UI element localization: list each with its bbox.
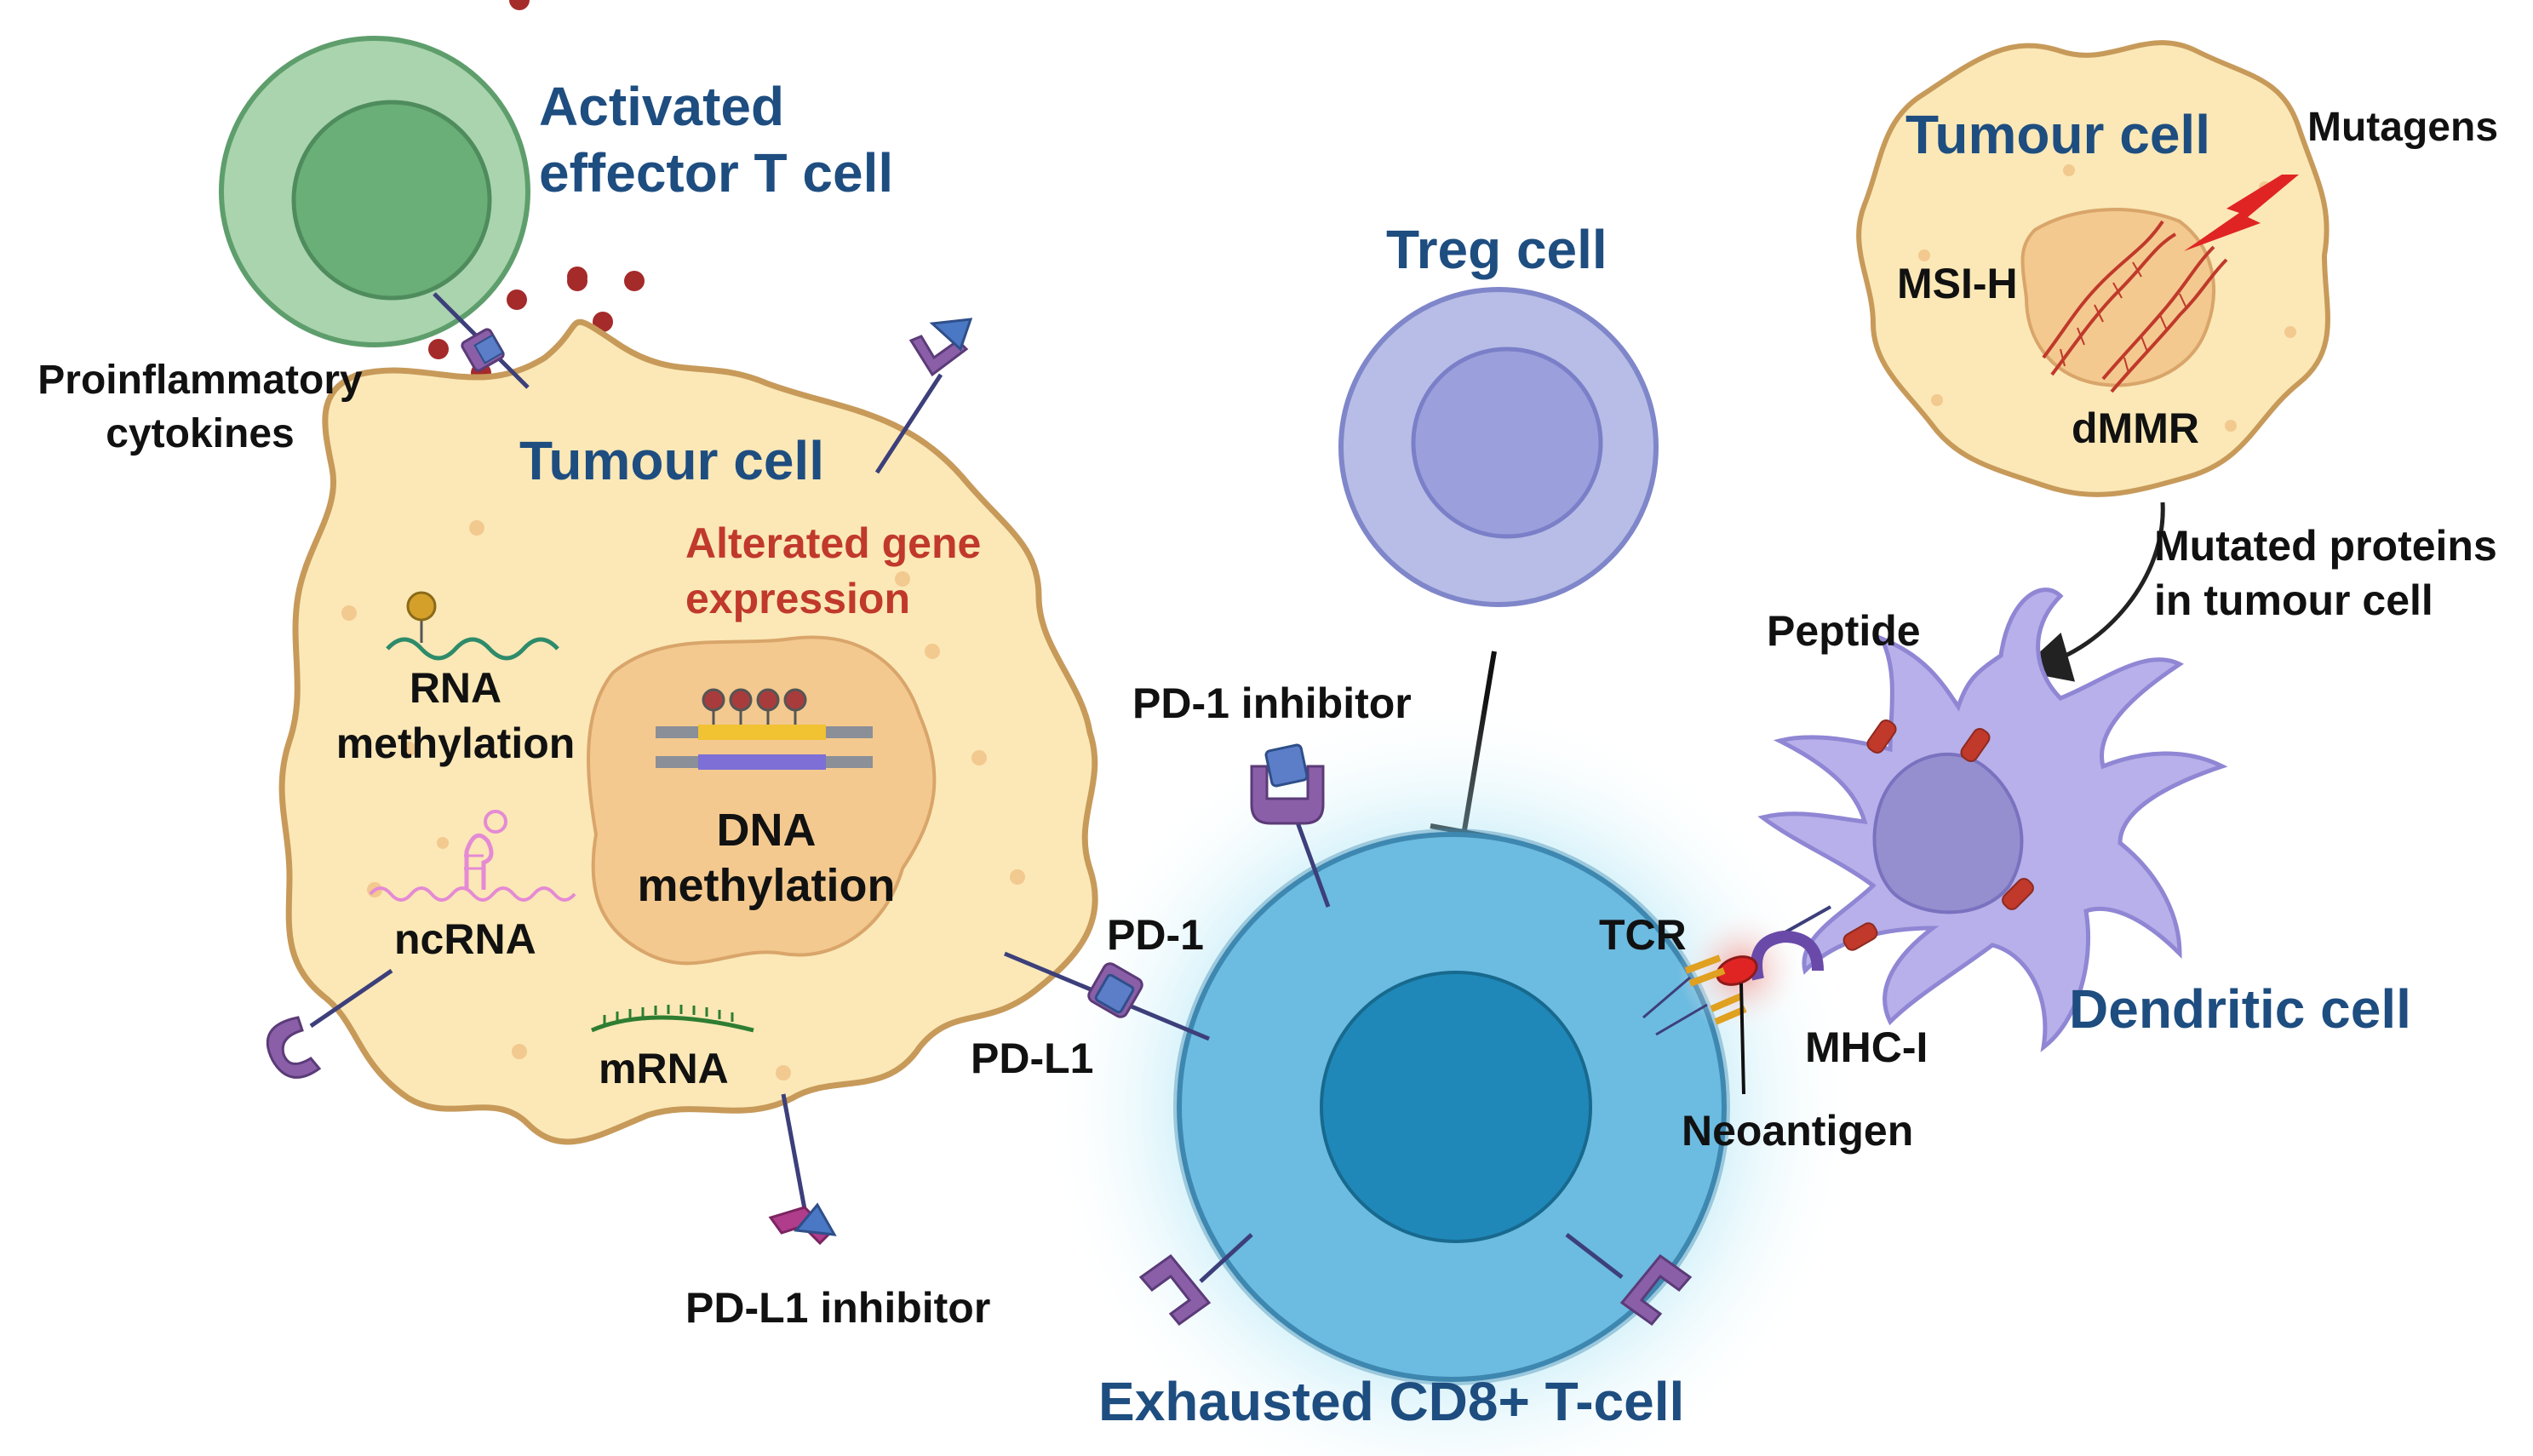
svg-text:Mutated proteins: Mutated proteins xyxy=(2154,522,2497,570)
mrna-icon xyxy=(591,1005,754,1033)
cd8-receptor-bottom-right xyxy=(1565,1233,1693,1327)
pd1-inhibitor-receptor xyxy=(1250,743,1331,908)
lightning-icon xyxy=(2184,175,2299,251)
label-tumour-cell-main: Tumour cell xyxy=(519,430,824,491)
svg-text:Activated: Activated xyxy=(539,76,784,137)
small-tumour-cell xyxy=(1856,40,2330,497)
activated-t-cell xyxy=(219,36,530,347)
label-ncrna: ncRNA xyxy=(394,915,536,963)
label-proinflammatory-cytokines: Proinflammatory cytokines xyxy=(37,358,363,456)
svg-text:DNA: DNA xyxy=(717,805,817,856)
rna-methylation-icon xyxy=(386,591,559,661)
mutated-proteins-arrow xyxy=(2019,502,2165,682)
svg-text:Alterated gene: Alterated gene xyxy=(685,519,981,567)
tcr-mhc-complex xyxy=(1642,905,1831,1095)
ncrna-icon xyxy=(369,810,576,902)
svg-text:cytokines: cytokines xyxy=(106,411,294,456)
svg-text:methylation: methylation xyxy=(336,719,576,767)
cd8-receptor-bottom-left xyxy=(1138,1233,1253,1327)
svg-text:effector T cell: effector T cell xyxy=(539,142,893,203)
svg-text:RNA: RNA xyxy=(410,664,501,712)
activated-tcell-receptor xyxy=(433,292,530,389)
label-msi-h: MSI-H xyxy=(1897,260,2018,307)
svg-text:in tumour cell: in tumour cell xyxy=(2154,576,2433,624)
label-peptide: Peptide xyxy=(1767,607,1921,655)
label-altered-gene-expression: Alterated gene expression xyxy=(685,519,981,622)
label-pdl1: PD-L1 xyxy=(971,1035,1093,1082)
svg-text:methylation: methylation xyxy=(637,860,895,911)
receptor-top-tumour xyxy=(874,318,973,474)
label-neoantigen: Neoantigen xyxy=(1682,1107,1913,1155)
label-dendritic-cell: Dendritic cell xyxy=(2069,978,2411,1040)
dendritic-cell xyxy=(1757,588,2228,1052)
label-rna-methylation: RNA methylation xyxy=(336,664,576,767)
label-exhausted-cd8: Exhausted CD8+ T-cell xyxy=(1098,1371,1684,1432)
label-treg-cell: Treg cell xyxy=(1386,219,1607,280)
pd1-pdl1-interaction xyxy=(1004,951,1210,1041)
dna-helix-icon xyxy=(2042,220,2228,393)
label-mhc1: MHC-I xyxy=(1805,1023,1928,1071)
label-activated-t-cell: Activated effector T cell xyxy=(539,76,893,203)
label-pdl1-inhibitor: PD-L1 inhibitor xyxy=(685,1284,990,1332)
treg-cell xyxy=(1338,287,1659,607)
label-pd1-inhibitor: PD-1 inhibitor xyxy=(1132,679,1412,727)
label-mutagens: Mutagens xyxy=(2307,105,2498,150)
receptor-bottom-tumour xyxy=(768,1093,837,1246)
exhausted-cd8-t-cell xyxy=(1043,698,1860,1456)
label-pd1: PD-1 xyxy=(1107,911,1204,959)
dna-methylation-icon xyxy=(656,688,873,770)
svg-text:Proinflammatory: Proinflammatory xyxy=(37,358,363,403)
label-tumour-cell-small: Tumour cell xyxy=(1905,104,2210,165)
label-tcr: TCR xyxy=(1599,911,1687,959)
receptor-left-tumour xyxy=(266,968,393,1079)
label-dmmr: dMMR xyxy=(2072,404,2199,452)
label-mutated-proteins: Mutated proteins in tumour cell xyxy=(2154,522,2497,624)
label-mrna: mRNA xyxy=(599,1045,729,1092)
svg-text:expression: expression xyxy=(685,575,910,622)
label-dna-methylation: DNA methylation xyxy=(637,805,895,911)
